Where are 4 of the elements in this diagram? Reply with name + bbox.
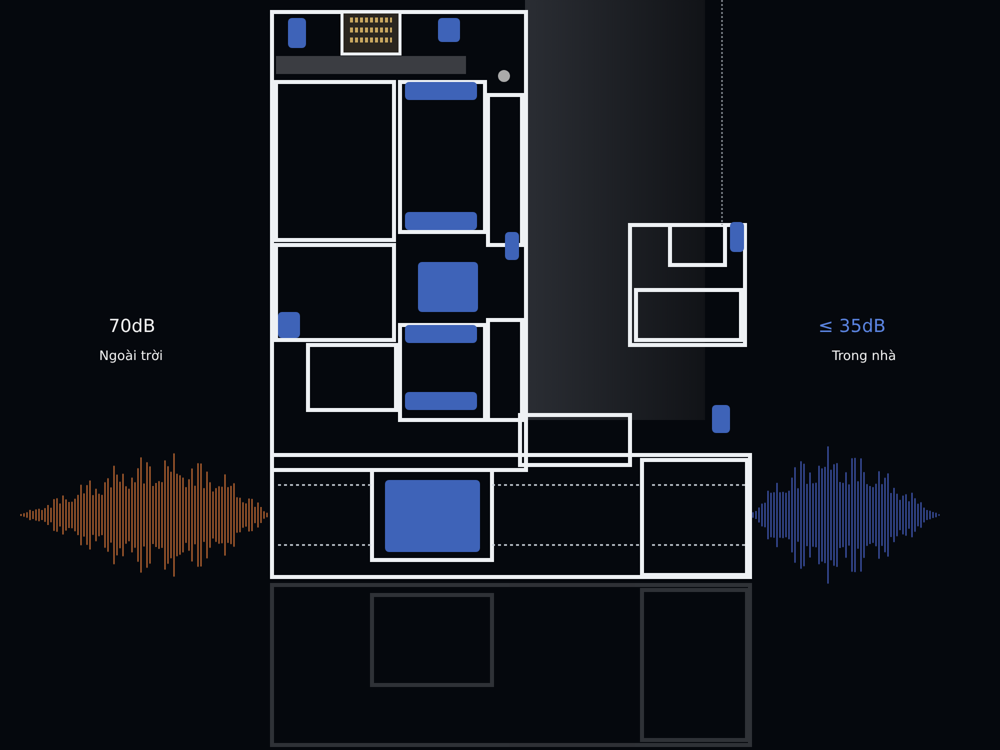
location-label: Trong nhà: [832, 349, 896, 364]
location-label: Ngoài trời: [99, 349, 163, 364]
sound-level: 70dB: [108, 316, 156, 337]
sound-level: ≤ 35dB: [818, 316, 886, 337]
